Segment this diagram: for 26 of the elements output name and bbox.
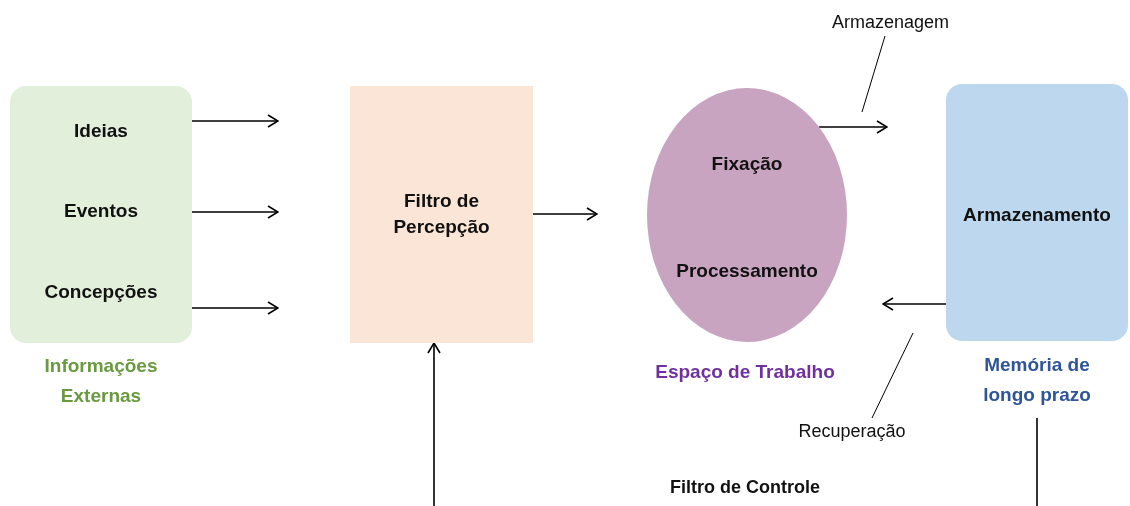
node-label: Ideias bbox=[73, 119, 129, 143]
leader-line bbox=[861, 35, 886, 113]
node-label: Armazenamento bbox=[962, 203, 1112, 227]
node-label: Eventos bbox=[63, 199, 139, 223]
caption-text: Informações Externas bbox=[43, 354, 159, 409]
arrow bbox=[191, 114, 279, 128]
process-box bbox=[350, 86, 533, 343]
connector-line bbox=[1036, 417, 1038, 506]
node-label: Concepções bbox=[43, 280, 159, 304]
arrow bbox=[191, 205, 279, 219]
node-label: Processamento bbox=[675, 259, 819, 283]
arrow bbox=[191, 301, 279, 315]
arrow bbox=[532, 207, 598, 221]
annotation-text: Recuperação bbox=[797, 420, 907, 443]
node-label: Fixação bbox=[710, 152, 784, 176]
arrow bbox=[882, 297, 947, 311]
annotation-text: Armazenagem bbox=[830, 11, 951, 34]
label-text: Filtro de Controle bbox=[669, 477, 821, 498]
caption-text: Memória de longo prazo bbox=[982, 353, 1092, 408]
arrow bbox=[818, 120, 888, 134]
rounded-box bbox=[10, 86, 192, 343]
node-label: Filtro de Percepção bbox=[392, 189, 491, 239]
arrow bbox=[427, 342, 441, 506]
leader-line bbox=[871, 332, 914, 419]
rounded-box bbox=[946, 84, 1128, 341]
caption-text: Espaço de Trabalho bbox=[654, 360, 836, 384]
